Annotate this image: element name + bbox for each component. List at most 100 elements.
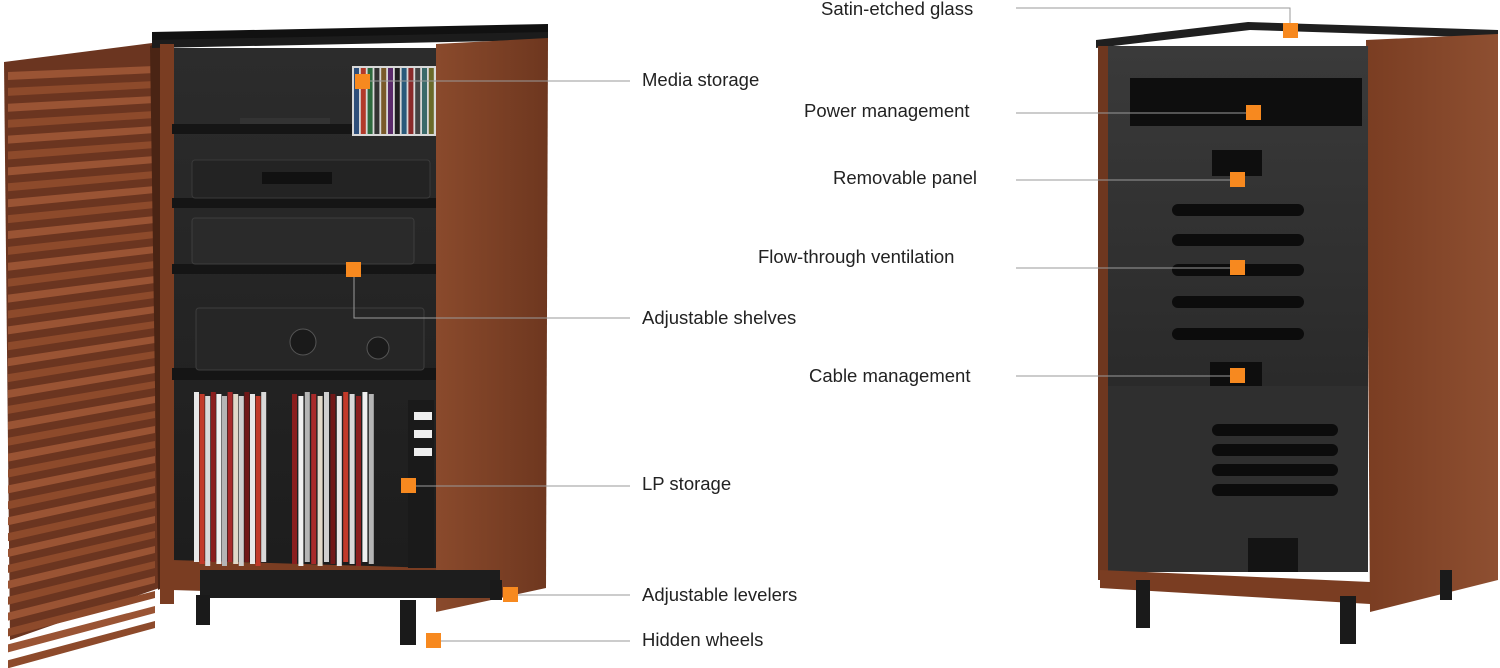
door-slat [8, 501, 155, 542]
door-slat [8, 456, 155, 494]
door-slat [8, 156, 155, 176]
door-slat [8, 426, 155, 462]
lp-sleeve [356, 396, 361, 566]
lp-sleeve [330, 394, 336, 564]
door-slat [8, 186, 155, 208]
door-slat [8, 111, 155, 128]
hidden-wheels-marker [426, 633, 441, 648]
lp-storage-marker [401, 478, 416, 493]
door-slat [8, 546, 155, 589]
door-slat [8, 141, 155, 160]
lp-sleeve [199, 394, 205, 564]
left-cabinet-body [152, 24, 548, 645]
door-slat [8, 66, 155, 80]
adjustable-shelves-label: Adjustable shelves [642, 307, 797, 328]
lp-sleeve [205, 396, 211, 566]
adjustable-shelves-marker [346, 262, 361, 277]
door-slat [8, 171, 155, 192]
door-slat [8, 126, 155, 144]
lp-sleeve [244, 392, 250, 562]
cd-case [394, 68, 400, 134]
lp-sleeve [238, 396, 244, 566]
door-slat [8, 411, 155, 446]
removable-panel-label: Removable panel [833, 167, 977, 188]
flow-through-ventilation-label: Flow-through ventilation [758, 246, 955, 267]
door-slat [8, 231, 155, 255]
door-slat [8, 291, 155, 319]
lp-sleeve [194, 392, 199, 562]
door-slat [8, 201, 155, 224]
lp-records [194, 392, 434, 568]
door-slat [8, 606, 155, 653]
lp-sleeve [255, 396, 261, 566]
lp-sleeve [216, 394, 222, 564]
door-slat [8, 576, 155, 621]
door-slat [8, 531, 155, 573]
cd-case [422, 68, 427, 134]
lp-sleeve [261, 392, 267, 562]
door-slat [8, 81, 155, 96]
cd-case [408, 68, 414, 134]
flow-through-ventilation-marker [1230, 260, 1245, 275]
lp-sleeve [210, 392, 216, 562]
cd-case [374, 68, 380, 134]
door-slat [8, 591, 155, 637]
cable-management-label: Cable management [809, 365, 971, 386]
door-slat [8, 396, 155, 430]
cd-case [428, 68, 434, 134]
right-cabinet-body [1096, 22, 1498, 644]
lp-sleeve [336, 396, 342, 566]
door-slat [8, 321, 155, 351]
cd-case [415, 68, 421, 134]
door-slat [8, 366, 155, 398]
lp-sleeve [298, 396, 304, 566]
door-slat [8, 96, 155, 112]
av-components [191, 118, 431, 371]
lp-sleeve [368, 394, 374, 564]
lp-sleeve [233, 394, 239, 564]
door-slat [8, 336, 155, 367]
adjustable-levelers-marker [503, 587, 518, 602]
lp-sleeve [324, 392, 329, 562]
lp-sleeve [362, 392, 368, 562]
lp-sleeve [343, 392, 349, 562]
door-slat [8, 516, 155, 557]
hidden-wheels-label: Hidden wheels [642, 629, 764, 650]
media-storage-marker [355, 74, 370, 89]
door-slat [8, 351, 155, 383]
media-storage-label: Media storage [642, 69, 760, 90]
satin-etched-glass-marker [1283, 23, 1298, 38]
lp-storage-label: LP storage [642, 473, 732, 494]
door-slat [8, 561, 155, 605]
lp-sleeve [227, 392, 233, 562]
cd-case [401, 68, 407, 134]
door-slat [8, 276, 155, 303]
cable-management-marker [1230, 368, 1245, 383]
cd-case [381, 68, 387, 134]
lp-sleeve [311, 394, 317, 564]
lp-sleeve [292, 394, 297, 564]
door-slat [8, 486, 155, 526]
cd-case [388, 68, 393, 134]
louvered-door [4, 42, 168, 668]
power-management-label: Power management [804, 100, 970, 121]
door-slat [8, 381, 155, 414]
door-slat [8, 621, 155, 668]
lp-sleeve [349, 394, 355, 564]
lp-sleeve [317, 396, 323, 566]
lp-sleeve [222, 396, 227, 566]
lp-sleeve [304, 392, 310, 562]
door-hinges [163, 70, 193, 526]
power-management-marker [1246, 105, 1261, 120]
door-slat [8, 441, 155, 478]
door-slat [8, 261, 155, 287]
satin-etched-glass-label: Satin-etched glass [821, 0, 974, 19]
lp-sleeve [250, 394, 255, 564]
door-slat [8, 306, 155, 335]
door-slat [8, 471, 155, 510]
removable-panel-marker [1230, 172, 1245, 187]
door-slat [8, 246, 155, 271]
door-slat [8, 216, 155, 239]
